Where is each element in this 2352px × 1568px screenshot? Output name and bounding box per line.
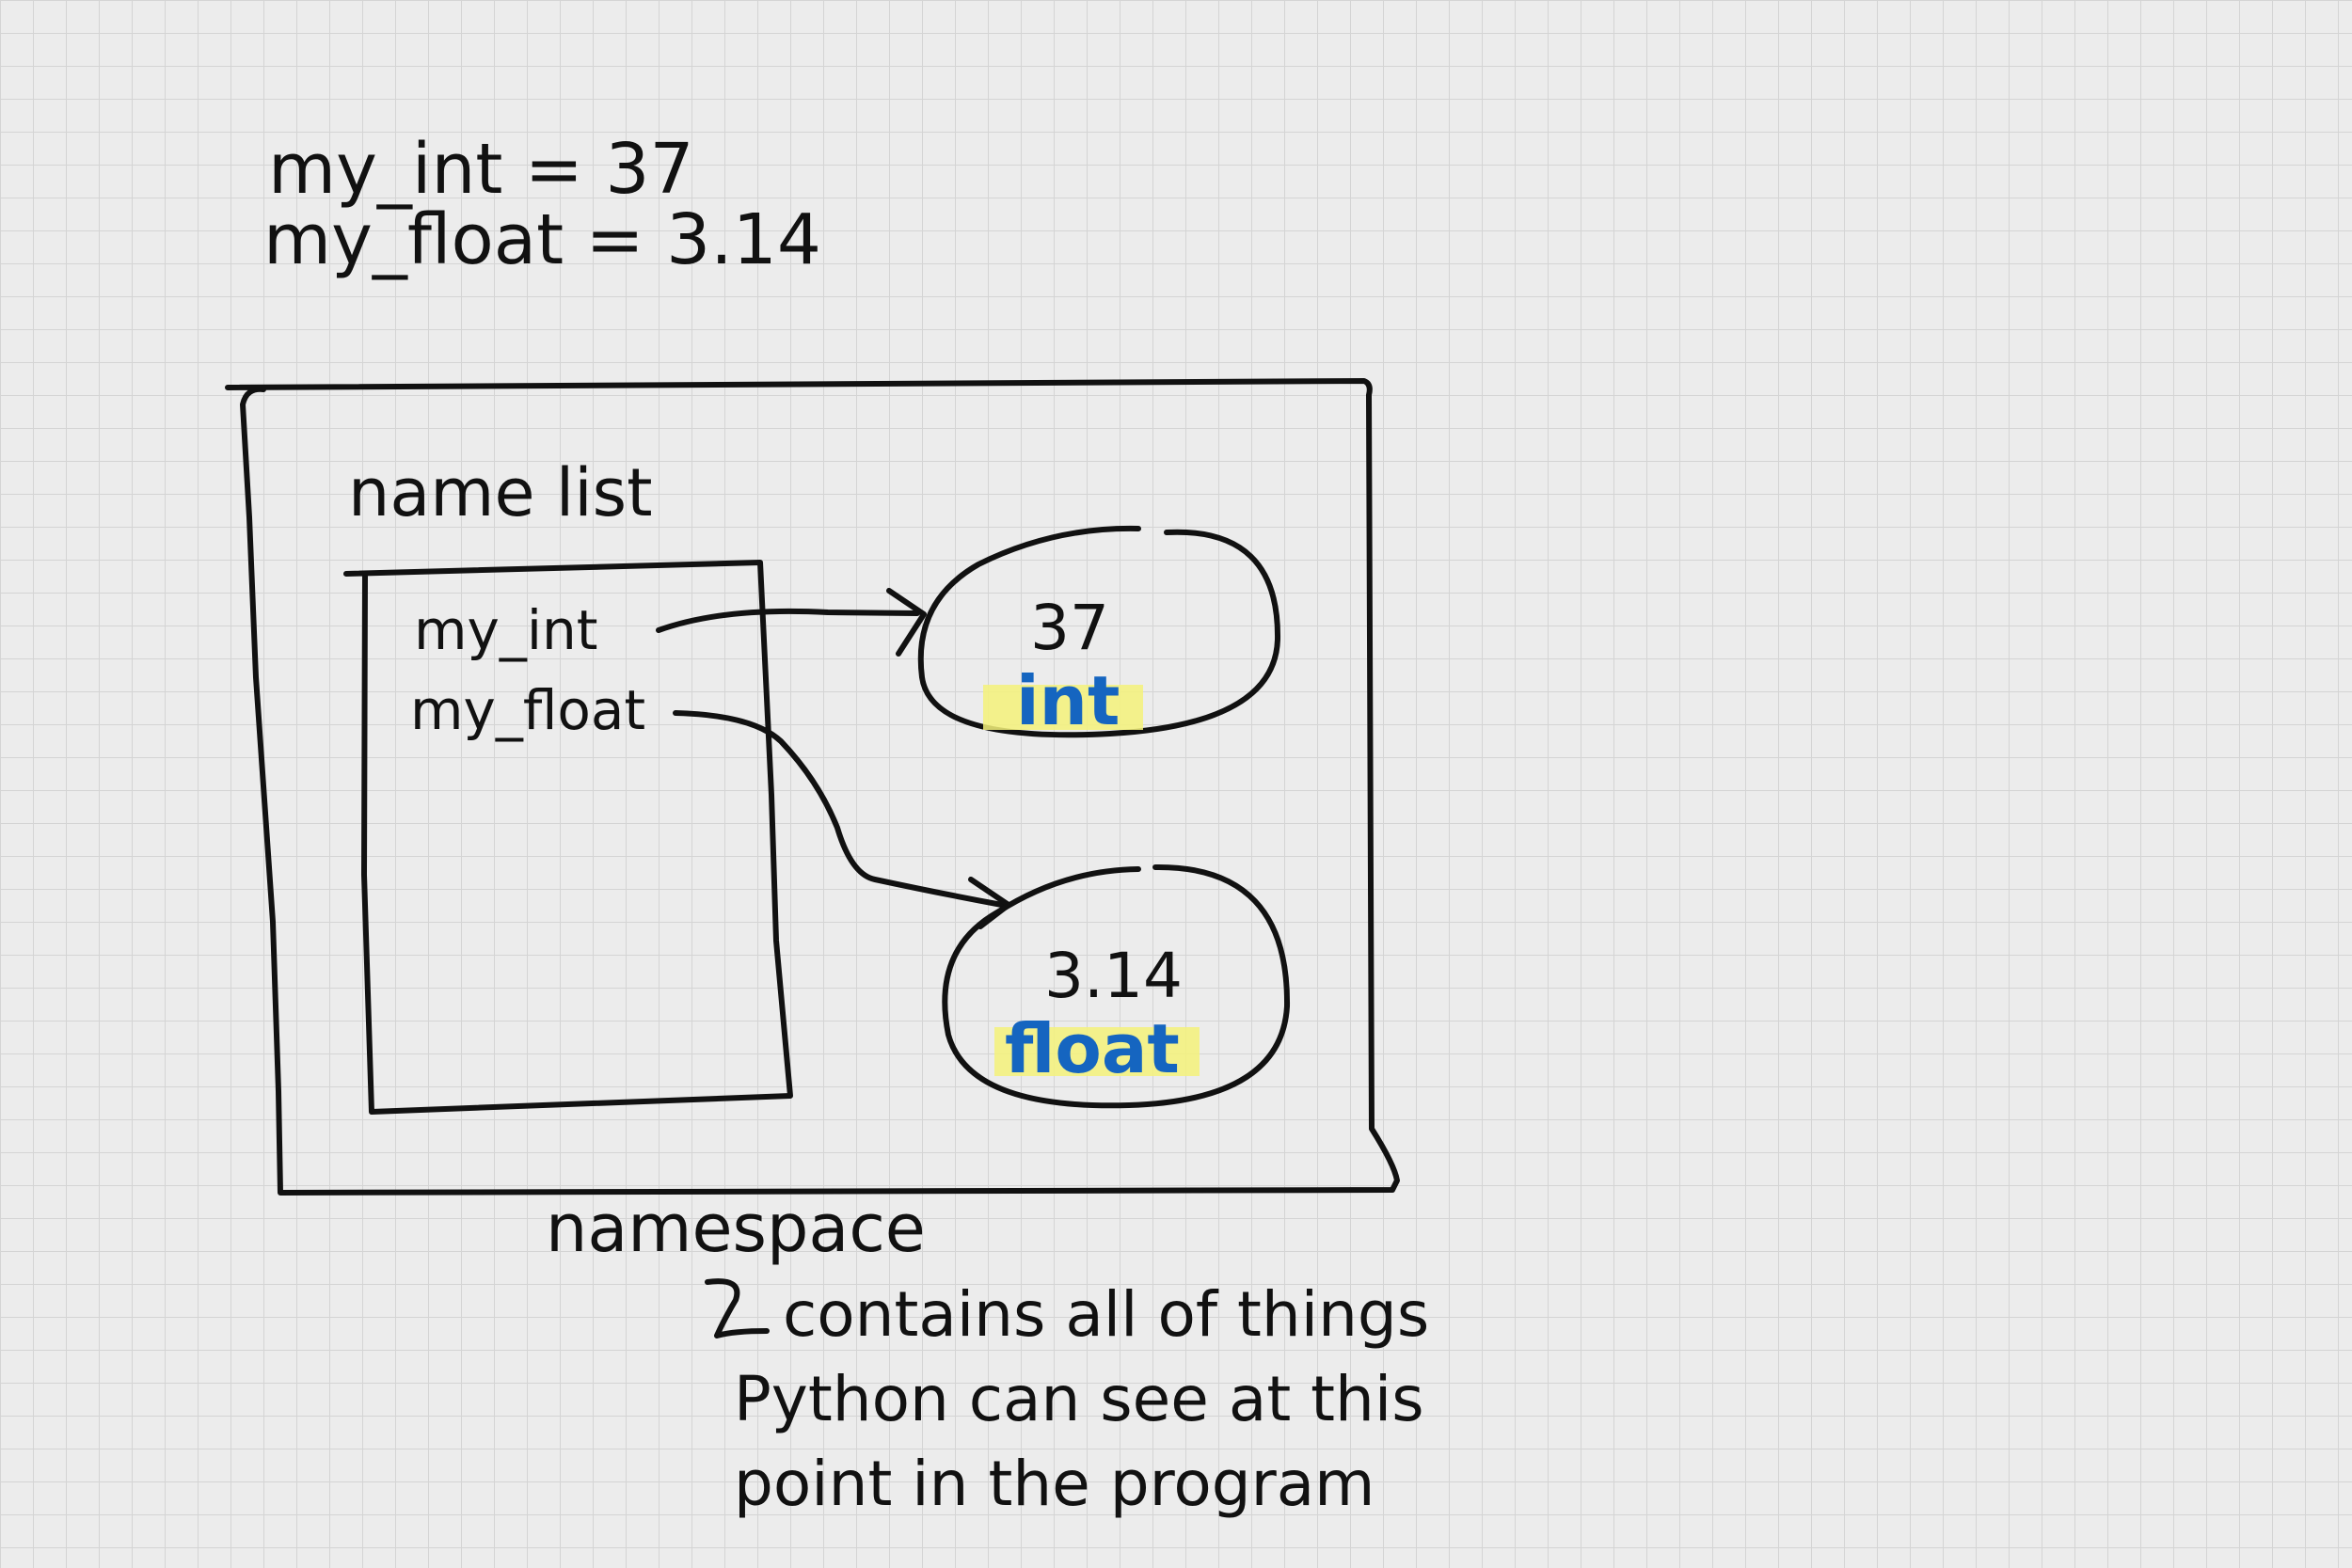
name-list-label: name list xyxy=(348,454,653,531)
object-float-type: float xyxy=(1005,1009,1180,1088)
object-float-value: 3.14 xyxy=(1044,940,1183,1012)
note-bracket xyxy=(705,1278,770,1338)
name-entry-my-int: my_int xyxy=(414,598,597,662)
code-line-2: my_float = 3.14 xyxy=(263,199,821,280)
note-line-1: contains all of things xyxy=(783,1278,1429,1351)
object-float-ellipse xyxy=(942,863,1291,1109)
namespace-box xyxy=(225,378,1400,1196)
note-line-3: point in the program xyxy=(734,1448,1375,1520)
object-float-type-highlight xyxy=(994,1027,1200,1076)
note-line-2: Python can see at this xyxy=(734,1363,1424,1435)
arrow-my-int-head xyxy=(886,588,927,657)
object-int-ellipse xyxy=(917,525,1281,738)
code-line-1: my_int = 37 xyxy=(268,129,694,210)
namespace-label: namespace xyxy=(546,1190,926,1267)
object-int-value: 37 xyxy=(1030,592,1109,664)
arrow-my-int xyxy=(656,608,920,633)
name-entry-my-float: my_float xyxy=(410,678,645,742)
arrow-my-float xyxy=(673,710,1005,908)
object-int-type-highlight xyxy=(983,685,1143,730)
name-list-box xyxy=(343,560,793,1115)
object-int-type: int xyxy=(1016,661,1120,740)
